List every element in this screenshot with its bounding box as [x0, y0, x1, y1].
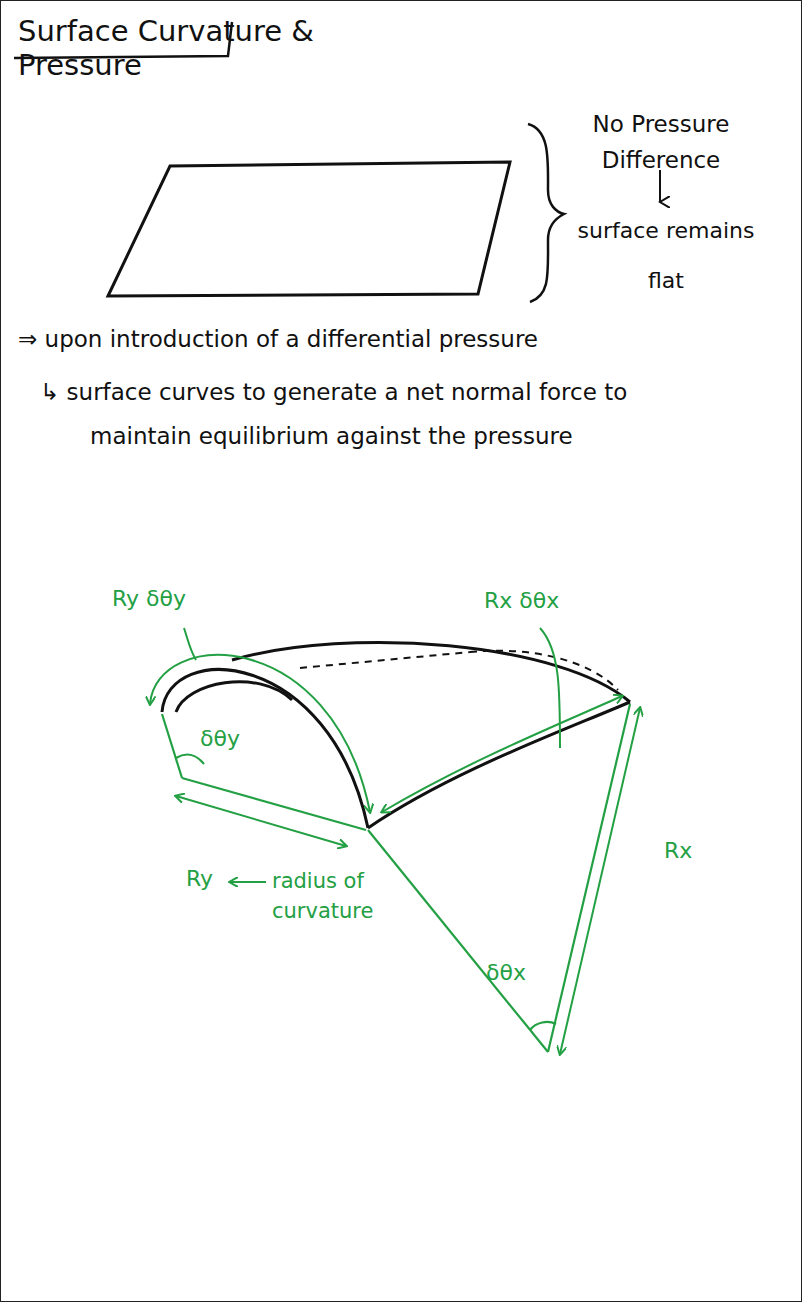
dimension-label: Ry δθy	[112, 586, 186, 611]
note: ↳ surface curves to generate a net norma…	[40, 370, 650, 458]
hidden-edge	[300, 651, 618, 690]
dimension-label: Rx	[664, 838, 692, 863]
dimension-label: Rx δθx	[484, 588, 559, 613]
down-arrow	[659, 170, 661, 202]
curvature-construction	[162, 704, 630, 1052]
page-title: Surface Curvature & Pressure	[18, 14, 438, 82]
brace	[528, 124, 564, 302]
flat-surface	[108, 162, 510, 296]
note: No Pressure Difference	[566, 106, 756, 178]
annotation: radius of curvature	[272, 866, 402, 926]
dimension-arrows	[150, 628, 640, 1054]
angle-label: δθy	[200, 726, 240, 751]
dimension-label: Ry	[186, 866, 213, 891]
note: ⇒ upon introduction of a differential pr…	[18, 326, 718, 352]
angle-label: δθx	[486, 960, 526, 985]
note: surface remains flat	[566, 206, 766, 306]
